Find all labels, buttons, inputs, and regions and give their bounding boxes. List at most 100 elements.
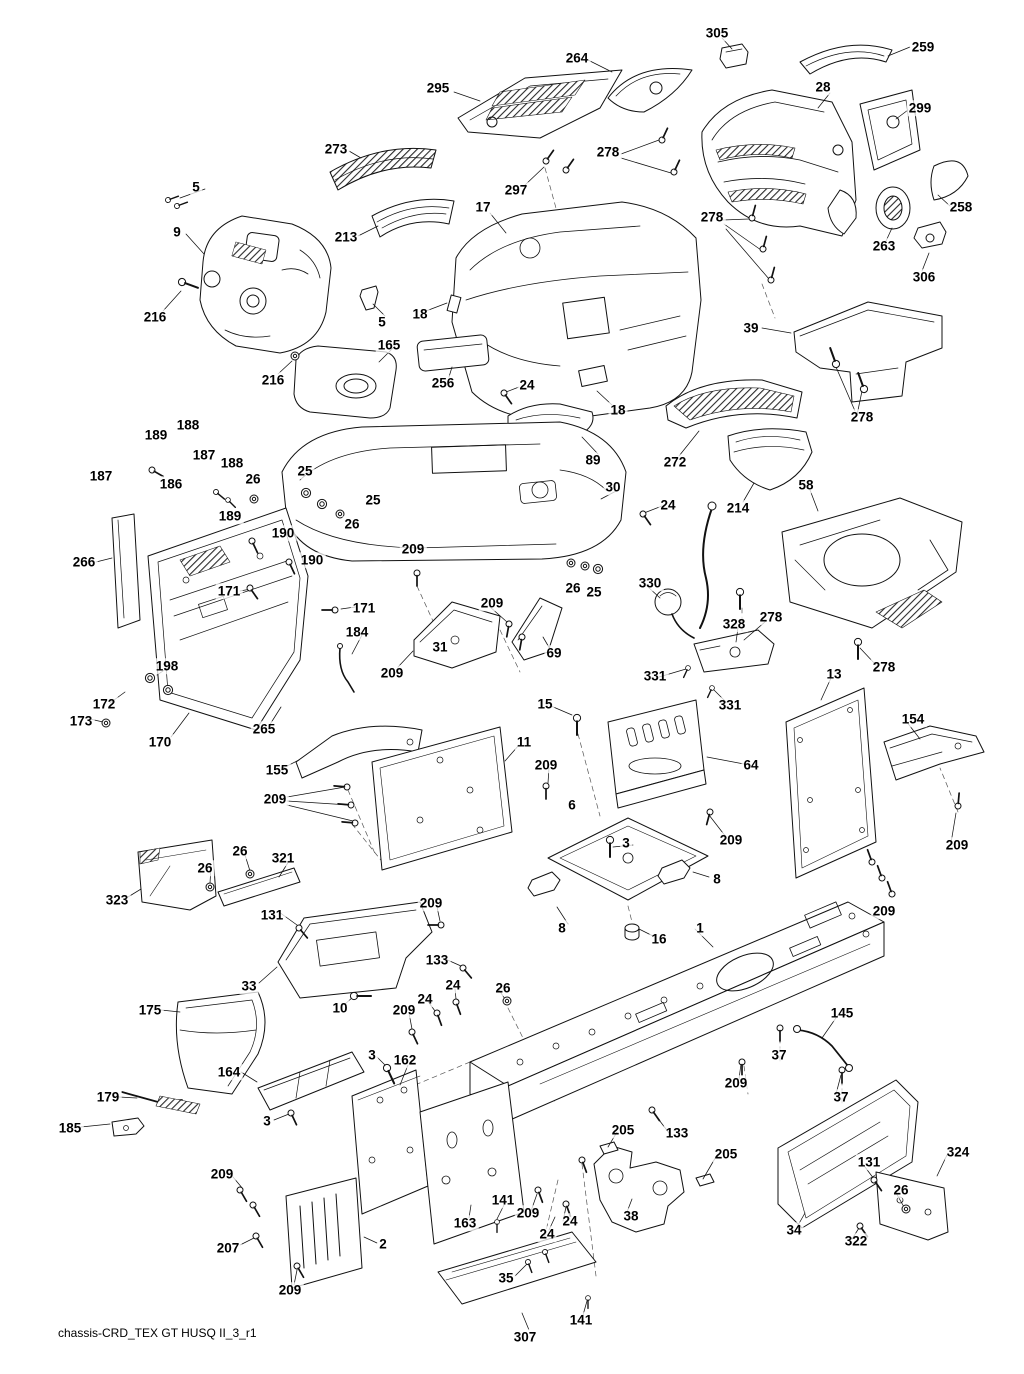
part-callout[interactable]: 13 <box>824 666 844 682</box>
part-callout[interactable]: 162 <box>391 1052 419 1068</box>
part-callout[interactable]: 189 <box>216 508 244 524</box>
part-callout[interactable]: 190 <box>298 552 326 568</box>
part-callout[interactable]: 163 <box>451 1215 479 1231</box>
part-callout[interactable]: 39 <box>741 320 761 336</box>
part-callout[interactable]: 324 <box>944 1144 972 1160</box>
part-callout[interactable]: 214 <box>724 500 752 516</box>
part-callout[interactable]: 26 <box>563 580 583 596</box>
part-callout[interactable]: 264 <box>563 50 591 66</box>
part-callout[interactable]: 207 <box>214 1240 242 1256</box>
part-callout[interactable]: 133 <box>423 952 451 968</box>
part-callout[interactable]: 328 <box>720 616 748 632</box>
part-callout[interactable]: 278 <box>698 209 726 225</box>
part-callout[interactable]: 24 <box>658 497 678 513</box>
part-callout[interactable]: 278 <box>870 659 898 675</box>
part-callout[interactable]: 26 <box>493 980 513 996</box>
part-callout[interactable]: 37 <box>769 1047 789 1063</box>
part-callout[interactable]: 25 <box>363 492 383 508</box>
part-callout[interactable]: 25 <box>295 463 315 479</box>
part-callout[interactable]: 209 <box>208 1166 236 1182</box>
part-callout[interactable]: 26 <box>891 1182 911 1198</box>
part-callout[interactable]: 16 <box>649 931 669 947</box>
part-callout[interactable]: 25 <box>584 584 604 600</box>
part-callout[interactable]: 307 <box>511 1329 539 1345</box>
part-callout[interactable]: 295 <box>424 80 452 96</box>
part-callout[interactable]: 273 <box>322 141 350 157</box>
part-callout[interactable]: 266 <box>70 554 98 570</box>
part-callout[interactable]: 209 <box>399 541 427 557</box>
part-callout[interactable]: 258 <box>947 199 975 215</box>
part-callout[interactable]: 24 <box>415 991 435 1007</box>
part-callout[interactable]: 188 <box>218 455 246 471</box>
part-callout[interactable]: 1 <box>694 920 706 936</box>
part-callout[interactable]: 89 <box>583 452 603 468</box>
part-callout[interactable]: 209 <box>532 757 560 773</box>
part-callout[interactable]: 209 <box>514 1205 542 1221</box>
part-callout[interactable]: 172 <box>90 696 118 712</box>
part-callout[interactable]: 2 <box>377 1236 389 1252</box>
part-callout[interactable]: 189 <box>142 427 170 443</box>
part-callout[interactable]: 5 <box>376 314 388 330</box>
part-callout[interactable]: 26 <box>342 516 362 532</box>
part-callout[interactable]: 11 <box>514 734 534 750</box>
part-callout[interactable]: 205 <box>712 1146 740 1162</box>
part-callout[interactable]: 133 <box>663 1125 691 1141</box>
part-callout[interactable]: 205 <box>609 1122 637 1138</box>
part-callout[interactable]: 209 <box>417 895 445 911</box>
part-callout[interactable]: 24 <box>443 977 463 993</box>
part-callout[interactable]: 37 <box>831 1089 851 1105</box>
part-callout[interactable]: 24 <box>537 1226 557 1242</box>
part-callout[interactable]: 209 <box>943 837 971 853</box>
part-callout[interactable]: 331 <box>716 697 744 713</box>
part-callout[interactable]: 330 <box>636 575 664 591</box>
part-callout[interactable]: 278 <box>757 609 785 625</box>
part-callout[interactable]: 297 <box>502 182 530 198</box>
part-callout[interactable]: 213 <box>332 229 360 245</box>
part-callout[interactable]: 256 <box>429 375 457 391</box>
part-callout[interactable]: 209 <box>478 595 506 611</box>
part-callout[interactable]: 259 <box>909 39 937 55</box>
part-callout[interactable]: 209 <box>261 791 289 807</box>
part-callout[interactable]: 35 <box>496 1270 516 1286</box>
part-callout[interactable]: 18 <box>410 306 430 322</box>
part-callout[interactable]: 141 <box>567 1312 595 1328</box>
part-callout[interactable]: 3 <box>261 1113 273 1129</box>
part-callout[interactable]: 173 <box>67 713 95 729</box>
part-callout[interactable]: 145 <box>828 1005 856 1021</box>
part-callout[interactable]: 26 <box>230 843 250 859</box>
part-callout[interactable]: 278 <box>848 409 876 425</box>
part-callout[interactable]: 272 <box>661 454 689 470</box>
part-callout[interactable]: 141 <box>489 1192 517 1208</box>
part-callout[interactable]: 198 <box>153 658 181 674</box>
part-callout[interactable]: 190 <box>269 525 297 541</box>
part-callout[interactable]: 188 <box>174 417 202 433</box>
part-callout[interactable]: 155 <box>263 762 291 778</box>
part-callout[interactable]: 5 <box>190 179 202 195</box>
part-callout[interactable]: 179 <box>94 1089 122 1105</box>
part-callout[interactable]: 18 <box>608 402 628 418</box>
part-callout[interactable]: 17 <box>473 199 493 215</box>
part-callout[interactable]: 131 <box>855 1154 883 1170</box>
part-callout[interactable]: 209 <box>870 903 898 919</box>
part-callout[interactable]: 263 <box>870 238 898 254</box>
part-callout[interactable]: 187 <box>190 447 218 463</box>
part-callout[interactable]: 209 <box>390 1002 418 1018</box>
part-callout[interactable]: 164 <box>215 1064 243 1080</box>
part-callout[interactable]: 64 <box>741 757 761 773</box>
part-callout[interactable]: 38 <box>621 1208 641 1224</box>
part-callout[interactable]: 216 <box>259 372 287 388</box>
part-callout[interactable]: 321 <box>269 850 297 866</box>
part-callout[interactable]: 187 <box>87 468 115 484</box>
part-callout[interactable]: 15 <box>535 696 555 712</box>
part-callout[interactable]: 131 <box>258 907 286 923</box>
part-callout[interactable]: 209 <box>378 665 406 681</box>
part-callout[interactable]: 184 <box>343 624 371 640</box>
part-callout[interactable]: 24 <box>560 1213 580 1229</box>
part-callout[interactable]: 209 <box>717 832 745 848</box>
part-callout[interactable]: 175 <box>136 1002 164 1018</box>
part-callout[interactable]: 299 <box>906 100 934 116</box>
part-callout[interactable]: 209 <box>276 1282 304 1298</box>
part-callout[interactable]: 322 <box>842 1233 870 1249</box>
part-callout[interactable]: 171 <box>350 600 378 616</box>
part-callout[interactable]: 165 <box>375 337 403 353</box>
